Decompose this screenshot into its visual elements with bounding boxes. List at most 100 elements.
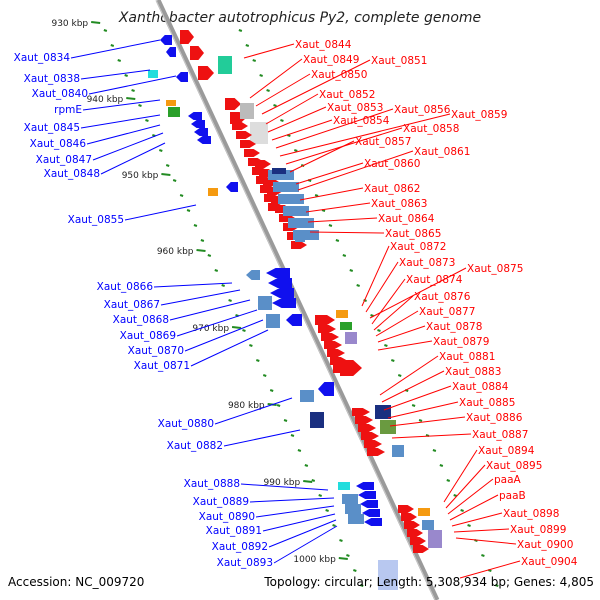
gene-feature [176,72,188,82]
right-tick-rail [342,254,347,257]
right-gene-label: Xaut_0900 [517,539,573,551]
right-gene-label: Xaut_0904 [521,556,578,568]
right-gene-label: Xaut_0862 [364,183,420,195]
left-leader-line [214,397,293,425]
gene-feature [266,314,280,328]
gene-feature [198,66,214,80]
left-tick-rail [318,494,323,497]
left-tick-rail [262,374,267,377]
right-leader-line [261,59,371,115]
right-leader-line [377,340,433,351]
right-gene-label: Xaut_0886 [466,412,523,424]
left-tick-rail [276,404,281,407]
left-gene-label: Xaut_0882 [167,440,223,452]
right-gene-label: Xaut_0879 [433,336,489,348]
right-leader-line [459,560,521,579]
right-gene-label: Xaut_0894 [478,445,535,457]
right-leader-line [299,187,364,201]
right-leader-line [307,217,378,223]
right-gene-label: Xaut_0885 [459,397,515,409]
gene-feature [364,440,382,448]
right-leader-line [243,43,295,59]
gene-feature [378,560,398,590]
right-gene-label: Xaut_0858 [403,123,459,135]
gene-feature [191,120,205,128]
right-leader-line [289,140,355,173]
left-leader-line [184,319,264,352]
left-gene-label: Xaut_0867 [104,299,160,311]
right-gene-label: paaB [499,490,526,502]
left-tick-rail [221,284,225,287]
gene-feature [310,412,324,428]
kbp-tick-mark [338,557,348,560]
gene-feature [315,315,335,325]
left-gene-label: Xaut_0840 [32,88,88,100]
left-leader-line [124,204,197,221]
right-tick-rail [411,404,416,407]
kbp-tick-label: 970 kbp [192,324,229,334]
left-tick-rail [193,224,198,227]
gene-feature [291,241,307,249]
gene-feature [188,112,202,120]
left-tick-rail [242,329,246,332]
left-gene-label: Xaut_0889 [193,496,249,508]
gene-feature [336,310,348,318]
gene-feature [168,107,180,117]
gene-feature [345,332,357,344]
left-tick-rail [249,344,253,347]
left-leader-line [153,282,233,288]
kbp-tick-label: 960 kbp [157,247,194,257]
left-leader-line [70,39,161,59]
right-tick-rail [238,29,243,32]
gene-feature [398,505,414,513]
right-leader-line [295,162,364,185]
right-gene-label: Xaut_0864 [378,213,435,225]
right-gene-label: Xaut_0852 [319,89,375,101]
right-leader-line [279,113,451,157]
gene-feature [286,314,302,326]
left-tick-rail [228,299,232,302]
right-tick-rail [453,494,458,497]
left-tick-rail [110,44,115,47]
left-tick-rail [256,359,260,362]
kbp-tick-label: 940 kbp [87,95,124,105]
right-leader-line [381,370,445,403]
right-tick-rail [460,509,464,512]
gene-feature [208,188,218,196]
gene-feature [278,194,304,204]
right-leader-line [265,93,319,125]
left-tick-rail [359,584,364,587]
right-gene-label: Xaut_0895 [486,460,542,472]
gene-feature [327,349,345,357]
right-gene-label: Xaut_0883 [445,366,501,378]
left-leader-line [160,289,241,306]
left-leader-line [100,142,166,175]
right-leader-line [297,150,414,191]
gene-feature [272,298,296,308]
gene-feature [266,268,290,278]
left-tick-rail [186,209,191,212]
gene-feature [360,500,378,508]
right-tick-rail [252,59,257,62]
left-leader-line [255,505,335,518]
gene-feature [321,333,339,341]
left-tick-rail [200,239,205,242]
gene-feature [367,448,385,456]
kbp-tick-mark [161,173,171,176]
right-leader-line [371,278,406,325]
left-gene-label: Xaut_0838 [24,73,80,85]
left-leader-line [80,114,161,129]
right-tick-rail [391,359,395,362]
right-leader-line [383,385,452,411]
gene-feature [362,509,380,517]
gene-feature [148,70,158,78]
right-gene-label: Xaut_0899 [510,524,566,536]
gene-feature [225,98,241,110]
gene-feature [246,270,260,280]
right-leader-line [375,310,419,337]
right-tick-rail [432,449,437,452]
right-gene-label: Xaut_0872 [390,241,446,253]
right-leader-line [275,108,394,149]
right-tick-rail [494,584,499,587]
